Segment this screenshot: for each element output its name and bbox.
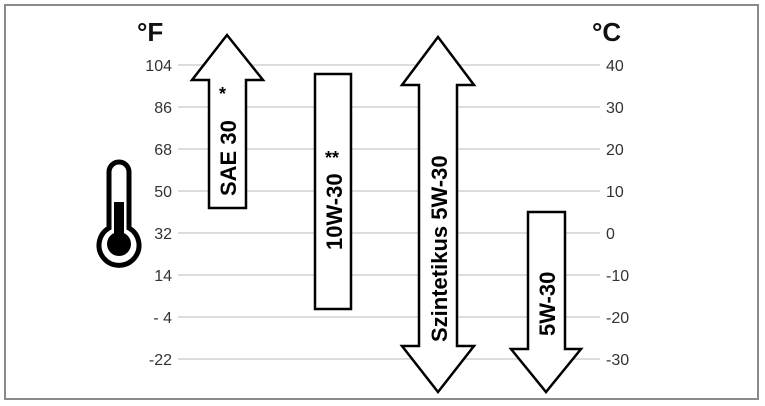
f-tick-label: - 4: [153, 310, 172, 327]
c-tick-label: 30: [606, 100, 624, 117]
synthetic-5w30-arrow: Szintetikus 5W-30: [399, 34, 477, 395]
w5-30-arrow: 5W-30: [508, 210, 584, 394]
f-tick-label: 50: [154, 184, 172, 201]
w10-30-bar: 10W-30 **: [313, 72, 353, 311]
celsius-unit-label: °C: [592, 17, 621, 47]
c-tick-label: -30: [606, 352, 629, 369]
w10-30-label: 10W-30: [322, 173, 347, 250]
sae30-label: SAE 30: [216, 120, 241, 196]
sae30-note: *: [219, 84, 226, 104]
c-tick-label: 20: [606, 142, 624, 159]
celsius-axis: 40 30 20 10 0 -10 -20 -30: [606, 58, 629, 369]
synthetic-5w30-label: Szintetikus 5W-30: [427, 155, 452, 342]
c-tick-label: -10: [606, 268, 629, 285]
f-tick-label: 14: [154, 268, 172, 285]
f-tick-label: 86: [154, 100, 172, 117]
fahrenheit-unit-label: °F: [137, 17, 163, 47]
f-tick-label: 68: [154, 142, 172, 159]
c-tick-label: -20: [606, 310, 629, 327]
fahrenheit-axis: 104 86 68 50 32 14 - 4 -22: [145, 58, 172, 369]
f-tick-label: 32: [154, 226, 172, 243]
sae30-arrow: SAE 30 *: [189, 32, 266, 210]
c-tick-label: 40: [606, 58, 624, 75]
w5-30-label: 5W-30: [535, 272, 560, 336]
thermometer-icon: [96, 159, 142, 268]
c-tick-label: 10: [606, 184, 624, 201]
f-tick-label: -22: [149, 352, 172, 369]
w10-30-note: **: [325, 148, 339, 168]
f-tick-label: 104: [145, 58, 172, 75]
c-tick-label: 0: [606, 226, 615, 243]
